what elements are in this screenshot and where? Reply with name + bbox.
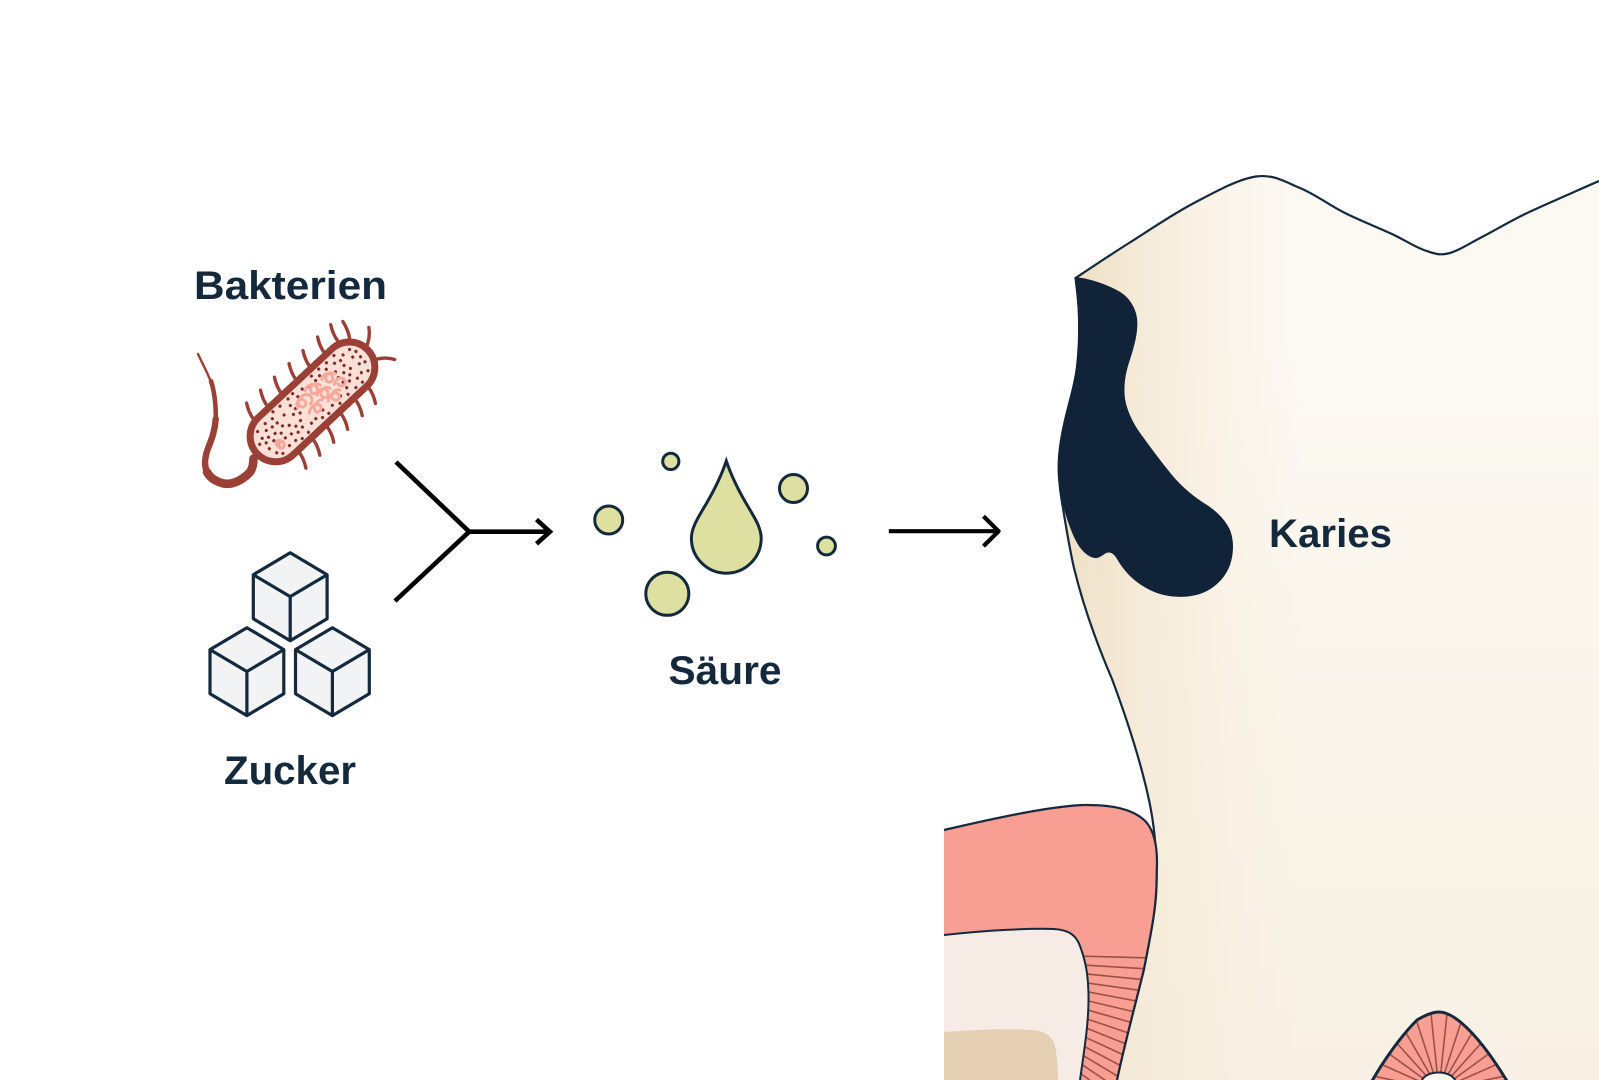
svg-text:Säure: Säure bbox=[669, 649, 782, 693]
svg-text:Zucker: Zucker bbox=[224, 749, 356, 793]
svg-text:Karies: Karies bbox=[1269, 512, 1392, 556]
svg-text:Bakterien: Bakterien bbox=[194, 264, 387, 308]
